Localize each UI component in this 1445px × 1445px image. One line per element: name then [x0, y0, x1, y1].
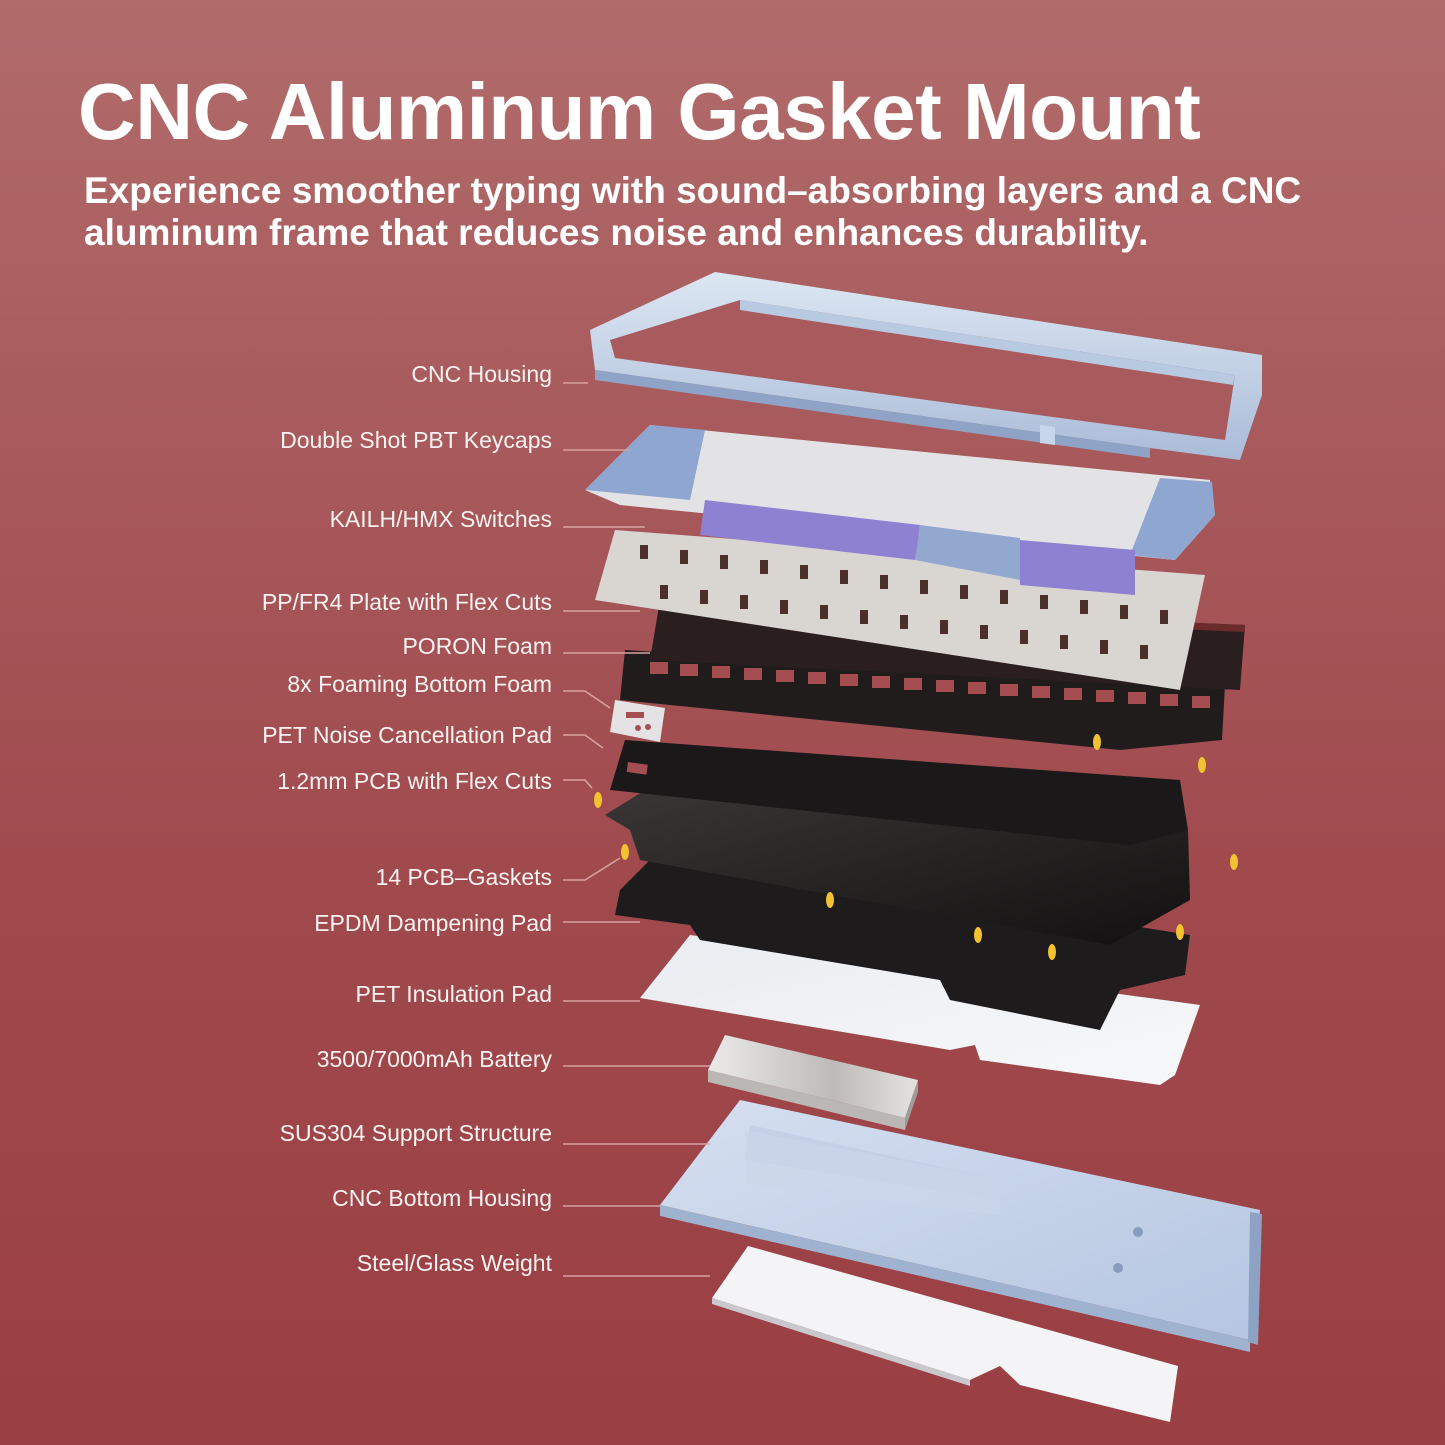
keycaps	[585, 425, 1215, 595]
label-pet-noise-pad: PET Noise Cancellation Pad	[262, 722, 552, 748]
label-epdm-pad: EPDM Dampening Pad	[314, 910, 552, 936]
label-plate: PP/FR4 Plate with Flex Cuts	[261, 589, 552, 615]
leader-lines	[563, 382, 710, 1277]
label-cnc-housing: CNC Housing	[411, 361, 552, 387]
label-switches: KAILH/HMX Switches	[329, 506, 552, 532]
pet-insulation-pad	[640, 935, 1200, 1085]
label-bottom-housing: CNC Bottom Housing	[332, 1185, 552, 1211]
battery	[708, 1035, 918, 1130]
label-keycaps: Double Shot PBT Keycaps	[280, 427, 552, 453]
label-sus304: SUS304 Support Structure	[279, 1120, 552, 1146]
label-pcb-gaskets: 14 PCB–Gaskets	[375, 864, 552, 890]
page-subtitle: Experience smoother typing with sound–ab…	[84, 170, 1302, 253]
pcb-gaskets	[594, 734, 1238, 960]
label-battery: 3500/7000mAh Battery	[316, 1046, 552, 1072]
label-weight: Steel/Glass Weight	[356, 1250, 552, 1276]
sus304-support-structure	[745, 1130, 1000, 1215]
label-poron-foam: PORON Foam	[402, 633, 552, 659]
page-title: CNC Aluminum Gasket Mount	[78, 67, 1201, 156]
epdm-dampening-pad	[615, 850, 1190, 1030]
label-pcb: 1.2mm PCB with Flex Cuts	[277, 768, 552, 794]
steel-glass-weight	[712, 1246, 1178, 1422]
label-pet-insulation: PET Insulation Pad	[355, 981, 552, 1007]
foaming-bottom-foam	[610, 700, 665, 742]
pet-noise-cancellation-pad	[610, 740, 1188, 845]
poron-foam	[620, 650, 1225, 750]
cnc-housing	[590, 272, 1262, 460]
label-bottom-foam: 8x Foaming Bottom Foam	[287, 671, 552, 697]
